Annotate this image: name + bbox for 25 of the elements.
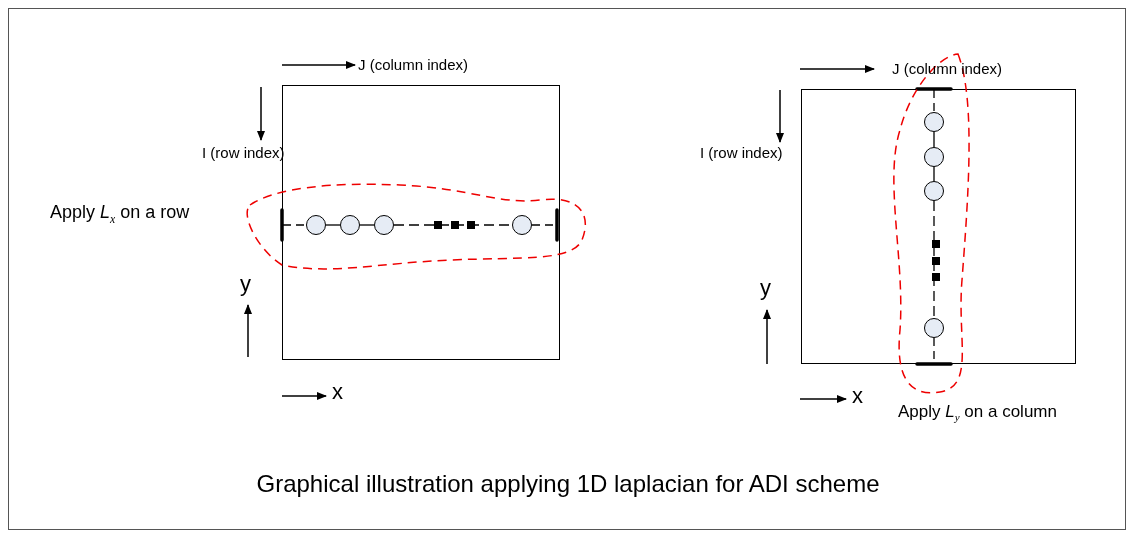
- figure-caption: Graphical illustration applying 1D laplacian for ADI scheme: [255, 470, 881, 498]
- grid-point: [305, 214, 326, 235]
- axis-label: Apply L$_{y}$ on a column: [898, 403, 1057, 424]
- axis-label: Apply L$_{x}$ on a row: [50, 203, 190, 227]
- axis-label: y: [240, 272, 251, 297]
- connector-line: [933, 166, 935, 182]
- grid-point: [923, 180, 944, 201]
- axis-label: x: [332, 380, 343, 405]
- axis-label: x: [852, 384, 863, 409]
- grid-point: [923, 146, 944, 167]
- axis-label: J (column index): [358, 57, 469, 74]
- connector-line: [325, 224, 341, 226]
- grid-point: [511, 214, 532, 235]
- axis-label: I (row index): [700, 145, 783, 162]
- grid-point: [923, 111, 944, 132]
- grid-point: [339, 214, 360, 235]
- grid-domain: [801, 89, 1076, 364]
- connector-line: [359, 224, 375, 226]
- grid-point: [923, 317, 944, 338]
- axis-label: J (column index): [892, 61, 1003, 78]
- connector-line: [933, 131, 935, 148]
- grid-point: [373, 214, 394, 235]
- axis-label: y: [760, 276, 771, 301]
- connector-line: [933, 200, 935, 319]
- grid-domain: [282, 85, 560, 360]
